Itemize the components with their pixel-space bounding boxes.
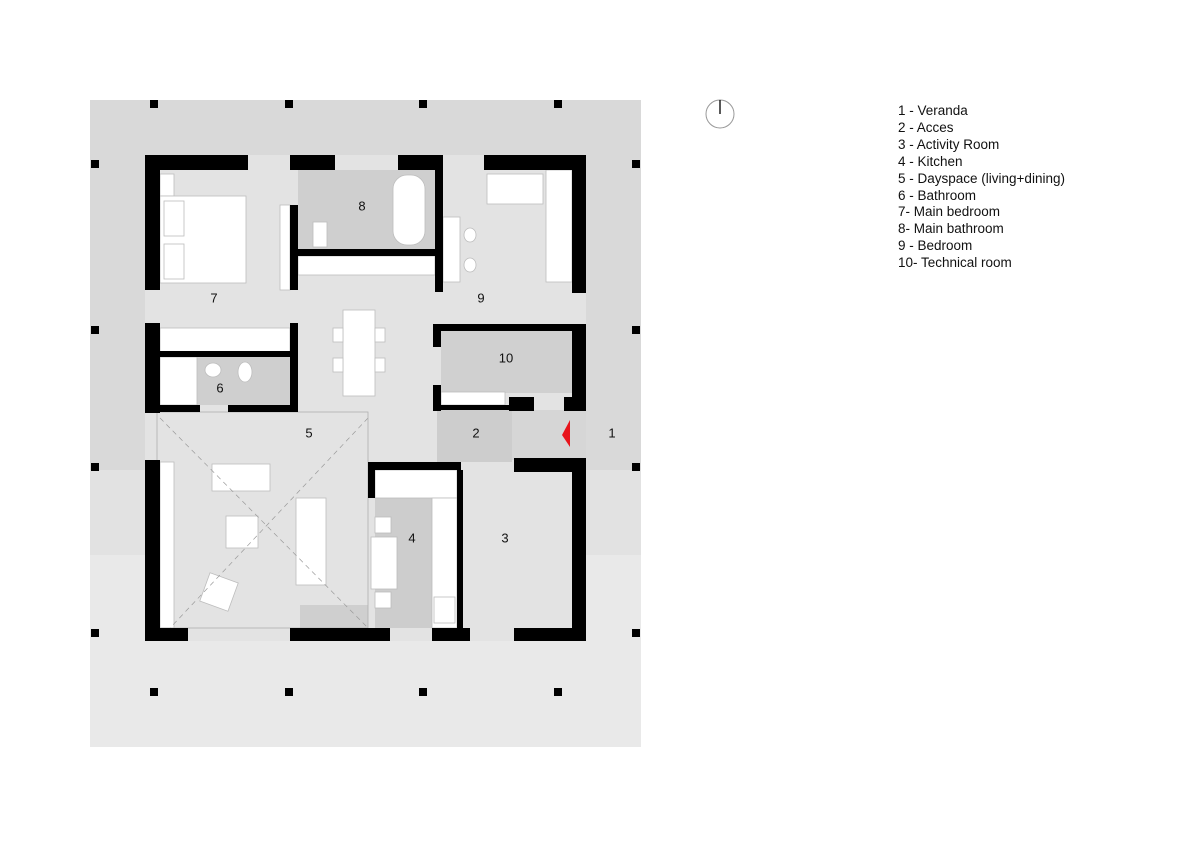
legend-item: 3 - Activity Room — [898, 136, 1000, 152]
chair — [332, 357, 344, 373]
wardrobe — [279, 204, 291, 291]
chair — [374, 516, 392, 534]
cooktop — [433, 596, 456, 624]
chair — [332, 327, 344, 343]
room-label-4: 4 — [408, 530, 415, 545]
washbasin — [204, 362, 222, 378]
legend-item: 8- Main bathroom — [898, 221, 1004, 237]
entrance-arrow-icon — [562, 420, 570, 447]
legend-item: 6 - Bathroom — [898, 187, 977, 203]
bench — [159, 461, 175, 629]
ceiling-diagonal — [169, 417, 369, 629]
toilet — [312, 221, 328, 248]
closet — [297, 255, 436, 276]
room-label-10: 10 — [499, 350, 513, 365]
side-terrace-left — [90, 470, 145, 555]
room-label-5: 5 — [305, 425, 312, 440]
chair — [374, 591, 392, 609]
column — [554, 688, 562, 696]
kitchen-counter — [374, 469, 458, 499]
sofa — [211, 463, 271, 492]
column — [91, 326, 99, 334]
chair — [374, 357, 386, 373]
technical-room-floor — [441, 331, 572, 393]
kitchen-table — [370, 536, 398, 590]
sink — [463, 257, 477, 273]
pillow — [163, 243, 185, 280]
column — [554, 100, 562, 108]
room-label-2: 2 — [472, 425, 479, 440]
sofa — [295, 497, 327, 586]
column — [632, 463, 640, 471]
technical-cabinet — [440, 391, 506, 406]
ceiling-diagonal — [159, 417, 369, 629]
toilet — [237, 361, 253, 383]
room-label-7: 7 — [210, 290, 217, 305]
column — [285, 688, 293, 696]
walls — [145, 155, 586, 641]
north-arrow-icon — [705, 99, 735, 129]
legend-item: 9 - Bedroom — [898, 238, 973, 254]
room-label-8: 8 — [358, 198, 365, 213]
columns — [91, 100, 640, 696]
column — [632, 326, 640, 334]
legend-item: 7- Main bedroom — [898, 204, 1001, 220]
legend-item: 1 - Veranda — [898, 103, 968, 118]
bathtub — [392, 174, 426, 246]
column — [91, 629, 99, 637]
column — [91, 160, 99, 168]
shower — [159, 356, 198, 406]
column — [419, 100, 427, 108]
pillow — [163, 200, 185, 237]
room-label-3: 3 — [501, 530, 508, 545]
column — [150, 100, 158, 108]
column — [632, 629, 640, 637]
access-floor — [437, 410, 512, 462]
single-bed — [486, 173, 544, 205]
room-legend: 1 - Veranda 2 - Acces 3 - Activity Room … — [898, 103, 1065, 272]
column — [91, 463, 99, 471]
wardrobe — [545, 169, 573, 283]
legend-item: 4 - Kitchen — [898, 153, 963, 169]
sink — [463, 227, 477, 243]
nightstand — [159, 173, 175, 197]
room-label-6: 6 — [216, 380, 223, 395]
closet — [159, 327, 291, 353]
column — [150, 688, 158, 696]
furniture — [156, 169, 573, 629]
room-label-1: 1 — [608, 425, 615, 440]
vanity — [442, 216, 461, 283]
living-rug — [300, 605, 368, 629]
armchair — [199, 572, 239, 612]
column — [632, 160, 640, 168]
legend-item: 5 - Dayspace (living+dining) — [898, 170, 1065, 186]
legend-item: 2 - Acces — [898, 119, 954, 135]
veranda-entry-floor — [512, 410, 586, 460]
coffee-table — [225, 515, 259, 549]
column — [285, 100, 293, 108]
column — [419, 688, 427, 696]
dining-table — [342, 309, 376, 397]
room-label-9: 9 — [477, 290, 484, 305]
side-terrace-right — [586, 470, 641, 555]
chair — [374, 327, 386, 343]
legend-item: 10- Technical room — [898, 255, 1012, 271]
